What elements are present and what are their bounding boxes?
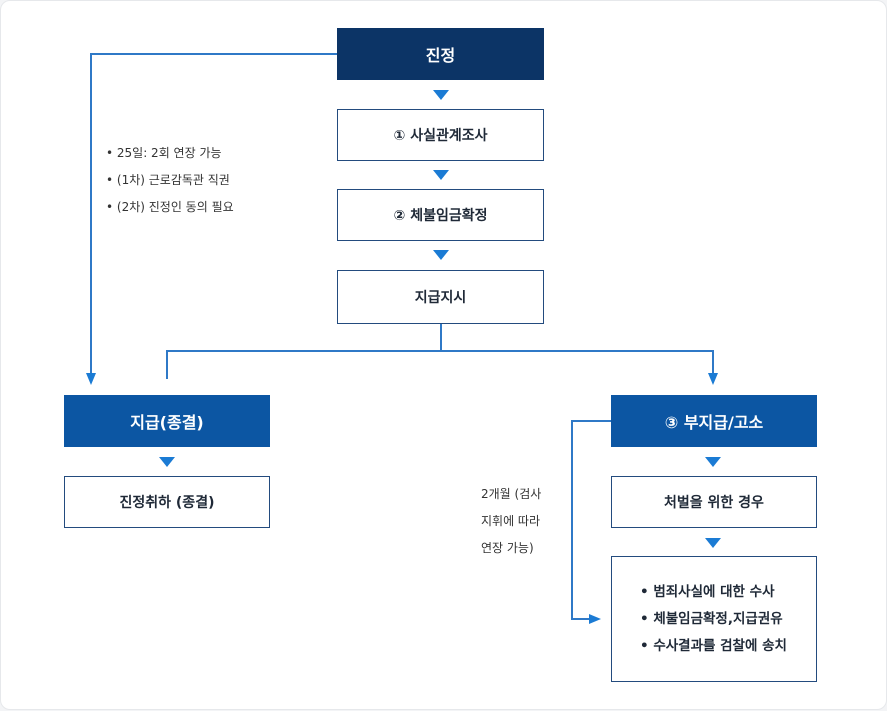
connector-order-split <box>166 324 713 379</box>
note-line: 2개월 (검사 <box>481 487 542 501</box>
fact-investigation-node: ① 사실관계조사 <box>337 109 544 161</box>
arrow-down-icon <box>705 538 721 548</box>
arrow-down-icon <box>433 90 449 100</box>
wage-confirmation-node: ② 체불임금확정 <box>337 189 544 241</box>
complaint-node: 진정 <box>337 28 544 80</box>
withdraw-node: 진정취하 (종결) <box>64 476 270 528</box>
arrow-down-icon <box>705 457 721 467</box>
action-list: • 범죄사실에 대한 수사 • 체불임금확정,지급권유 • 수사결과를 검찰에 … <box>611 556 817 682</box>
down-arrows <box>159 90 721 548</box>
unpaid-complaint-node: ③ 부지급/고소 <box>611 395 817 447</box>
arrow-down-icon <box>433 170 449 180</box>
action-item: • 수사결과를 검찰에 송치 <box>640 638 787 654</box>
note-line: • 25일: 2회 연장 가능 <box>106 146 222 160</box>
punishment-node: 처벌을 위한 경우 <box>611 476 817 528</box>
action-item: • 범죄사실에 대한 수사 <box>640 584 775 600</box>
note-line: • (2차) 진정인 동의 필요 <box>106 200 234 214</box>
note-line: • (1차) 근로감독관 직권 <box>106 173 230 187</box>
connector-complaint-to-paid <box>86 53 337 385</box>
note-line: 연장 가능) <box>481 541 534 555</box>
extension-note: 2개월 (검사 지휘에 따라 연장 가능) <box>481 481 541 562</box>
arrow-down-icon <box>159 457 175 467</box>
action-item: • 체불임금확정,지급권유 <box>640 611 783 627</box>
connector-unpaid-to-actions <box>571 420 611 624</box>
paid-closure-node: 지급(종결) <box>64 395 270 447</box>
investigation-period-note: • 25일: 2회 연장 가능 • (1차) 근로감독관 직권 • (2차) 진… <box>106 140 234 221</box>
payment-order-node: 지급지시 <box>337 270 544 324</box>
note-line: 지휘에 따라 <box>481 514 541 528</box>
arrow-down-icon <box>433 250 449 260</box>
